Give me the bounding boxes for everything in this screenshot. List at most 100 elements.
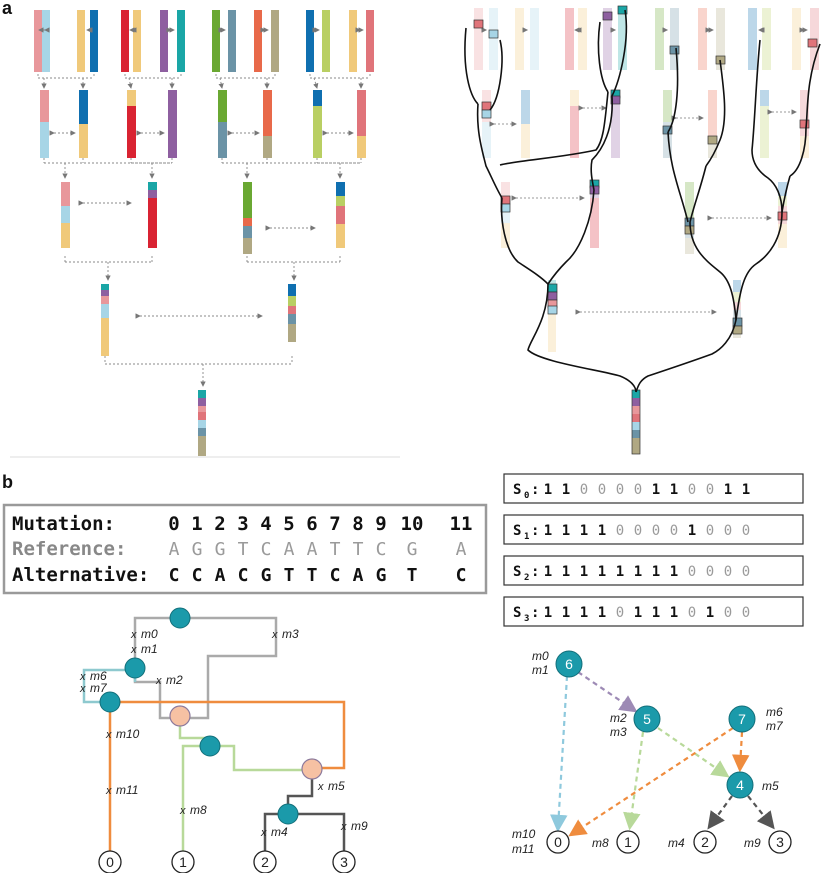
tree-line xyxy=(781,175,791,213)
sequence-bit: 1 xyxy=(634,605,642,621)
final-bar-segment xyxy=(632,406,640,414)
bar-segment xyxy=(288,306,296,314)
faded-bar-segment xyxy=(792,8,801,70)
graph-node-7: 7 xyxy=(728,705,756,733)
svg-text:x: x xyxy=(130,629,137,641)
tree-node-d xyxy=(277,803,299,825)
faded-bar-segment xyxy=(708,136,717,158)
sequence-bit: 0 xyxy=(742,605,750,621)
bar-segment xyxy=(263,136,272,158)
mutation-index: 4 xyxy=(260,513,271,535)
tree-line xyxy=(590,95,613,191)
faded-bar-segment xyxy=(501,206,510,223)
bar-segment xyxy=(218,122,227,158)
bar-segment xyxy=(101,290,109,296)
sequence-bit: 0 xyxy=(724,523,732,539)
svg-text:x: x xyxy=(105,729,112,741)
alternative-base: G xyxy=(261,565,272,586)
sequence-bit: 1 xyxy=(562,564,570,580)
edge-7-4 xyxy=(731,731,750,773)
tree-line xyxy=(689,165,707,223)
faded-bar-segment xyxy=(685,182,694,218)
faded-bar-segment xyxy=(570,90,579,106)
bar-segment xyxy=(148,190,157,198)
graph-mut: m0 xyxy=(532,649,549,663)
bar-segment xyxy=(349,10,357,72)
bar-segment xyxy=(177,10,185,72)
sequence-bit: 0 xyxy=(724,564,732,580)
svg-text::: : xyxy=(531,605,539,621)
reference-base: G xyxy=(215,539,226,560)
tree-node-root xyxy=(169,607,191,629)
tree-line xyxy=(547,189,595,285)
sequence-bit: 0 xyxy=(706,482,714,498)
edge-4-3 xyxy=(747,795,775,830)
mut-label: m9 xyxy=(351,819,368,833)
alternative-base: C xyxy=(192,565,203,586)
tree-line xyxy=(597,21,609,93)
alternative-base: C xyxy=(330,565,341,586)
alternative-base: T xyxy=(284,565,295,586)
faded-bar-segment xyxy=(760,90,769,106)
sequence-bit: 0 xyxy=(688,482,696,498)
graph-mut: m11 xyxy=(512,842,534,856)
tree-line xyxy=(635,319,737,393)
bar-segment xyxy=(366,10,374,72)
bar-segment xyxy=(228,10,236,72)
bar-segment xyxy=(288,296,296,306)
reference-base: G xyxy=(192,539,203,560)
faded-bar-segment xyxy=(670,8,679,70)
sequence-bit: 1 xyxy=(670,605,678,621)
svg-text::: : xyxy=(531,523,539,539)
faded-bar-segment xyxy=(501,182,510,206)
tree-node-b xyxy=(99,691,121,713)
mut-label: m11 xyxy=(116,783,138,797)
sequence-bit: 0 xyxy=(598,482,606,498)
tree-branch-orange xyxy=(108,700,346,862)
bar-segment xyxy=(322,10,330,72)
mut-label: m2 xyxy=(166,673,183,687)
alternative-base: T xyxy=(407,565,418,586)
tree-node-c xyxy=(199,735,221,757)
sequence-subscript: 1 xyxy=(524,532,529,542)
sequence-name: S xyxy=(513,564,521,580)
mut-label: m0 xyxy=(141,627,158,641)
faded-bar-segment xyxy=(521,90,530,124)
sequence-bit: 1 xyxy=(598,523,606,539)
tree-line xyxy=(500,197,549,285)
panel-a-left-hierarchy xyxy=(10,10,400,458)
reference-base: G xyxy=(407,539,418,560)
graph-node-0: 0 xyxy=(546,830,570,854)
mut-label: m6 xyxy=(90,669,107,683)
sequence-bit: 0 xyxy=(688,605,696,621)
bar-segment xyxy=(198,398,206,406)
mutation-index: 11 xyxy=(450,513,473,535)
bar-segment xyxy=(127,90,136,106)
bar-segment xyxy=(243,238,252,254)
mutation-index: 7 xyxy=(329,513,340,535)
bar-segment xyxy=(198,412,206,420)
edge-4-2 xyxy=(707,795,733,830)
svg-text:1: 1 xyxy=(179,854,187,870)
faded-bar-segment xyxy=(778,182,787,196)
alternative-base: T xyxy=(307,565,318,586)
reference-base: A xyxy=(284,539,295,560)
sequence-name: S xyxy=(513,605,521,621)
mutation-table: Mutation: Reference: Alternative: 0AC1GC… xyxy=(2,503,488,595)
faded-bar-segment xyxy=(778,224,787,248)
faded-bar-segment xyxy=(663,90,672,122)
faded-bar-segment xyxy=(663,122,672,158)
sequence-name: S xyxy=(513,523,521,539)
svg-text:x: x xyxy=(79,671,86,683)
tree-line xyxy=(789,43,821,177)
svg-text::: : xyxy=(531,564,539,580)
highlight-segment xyxy=(807,38,818,48)
svg-text:x: x xyxy=(155,675,162,687)
faded-bar-segment xyxy=(698,8,707,70)
graph-mut: m8 xyxy=(592,836,609,850)
alternative-base: A xyxy=(353,565,364,586)
bar-segment xyxy=(336,182,345,196)
bar-segment xyxy=(40,90,49,122)
sequence-bit: 1 xyxy=(562,605,570,621)
